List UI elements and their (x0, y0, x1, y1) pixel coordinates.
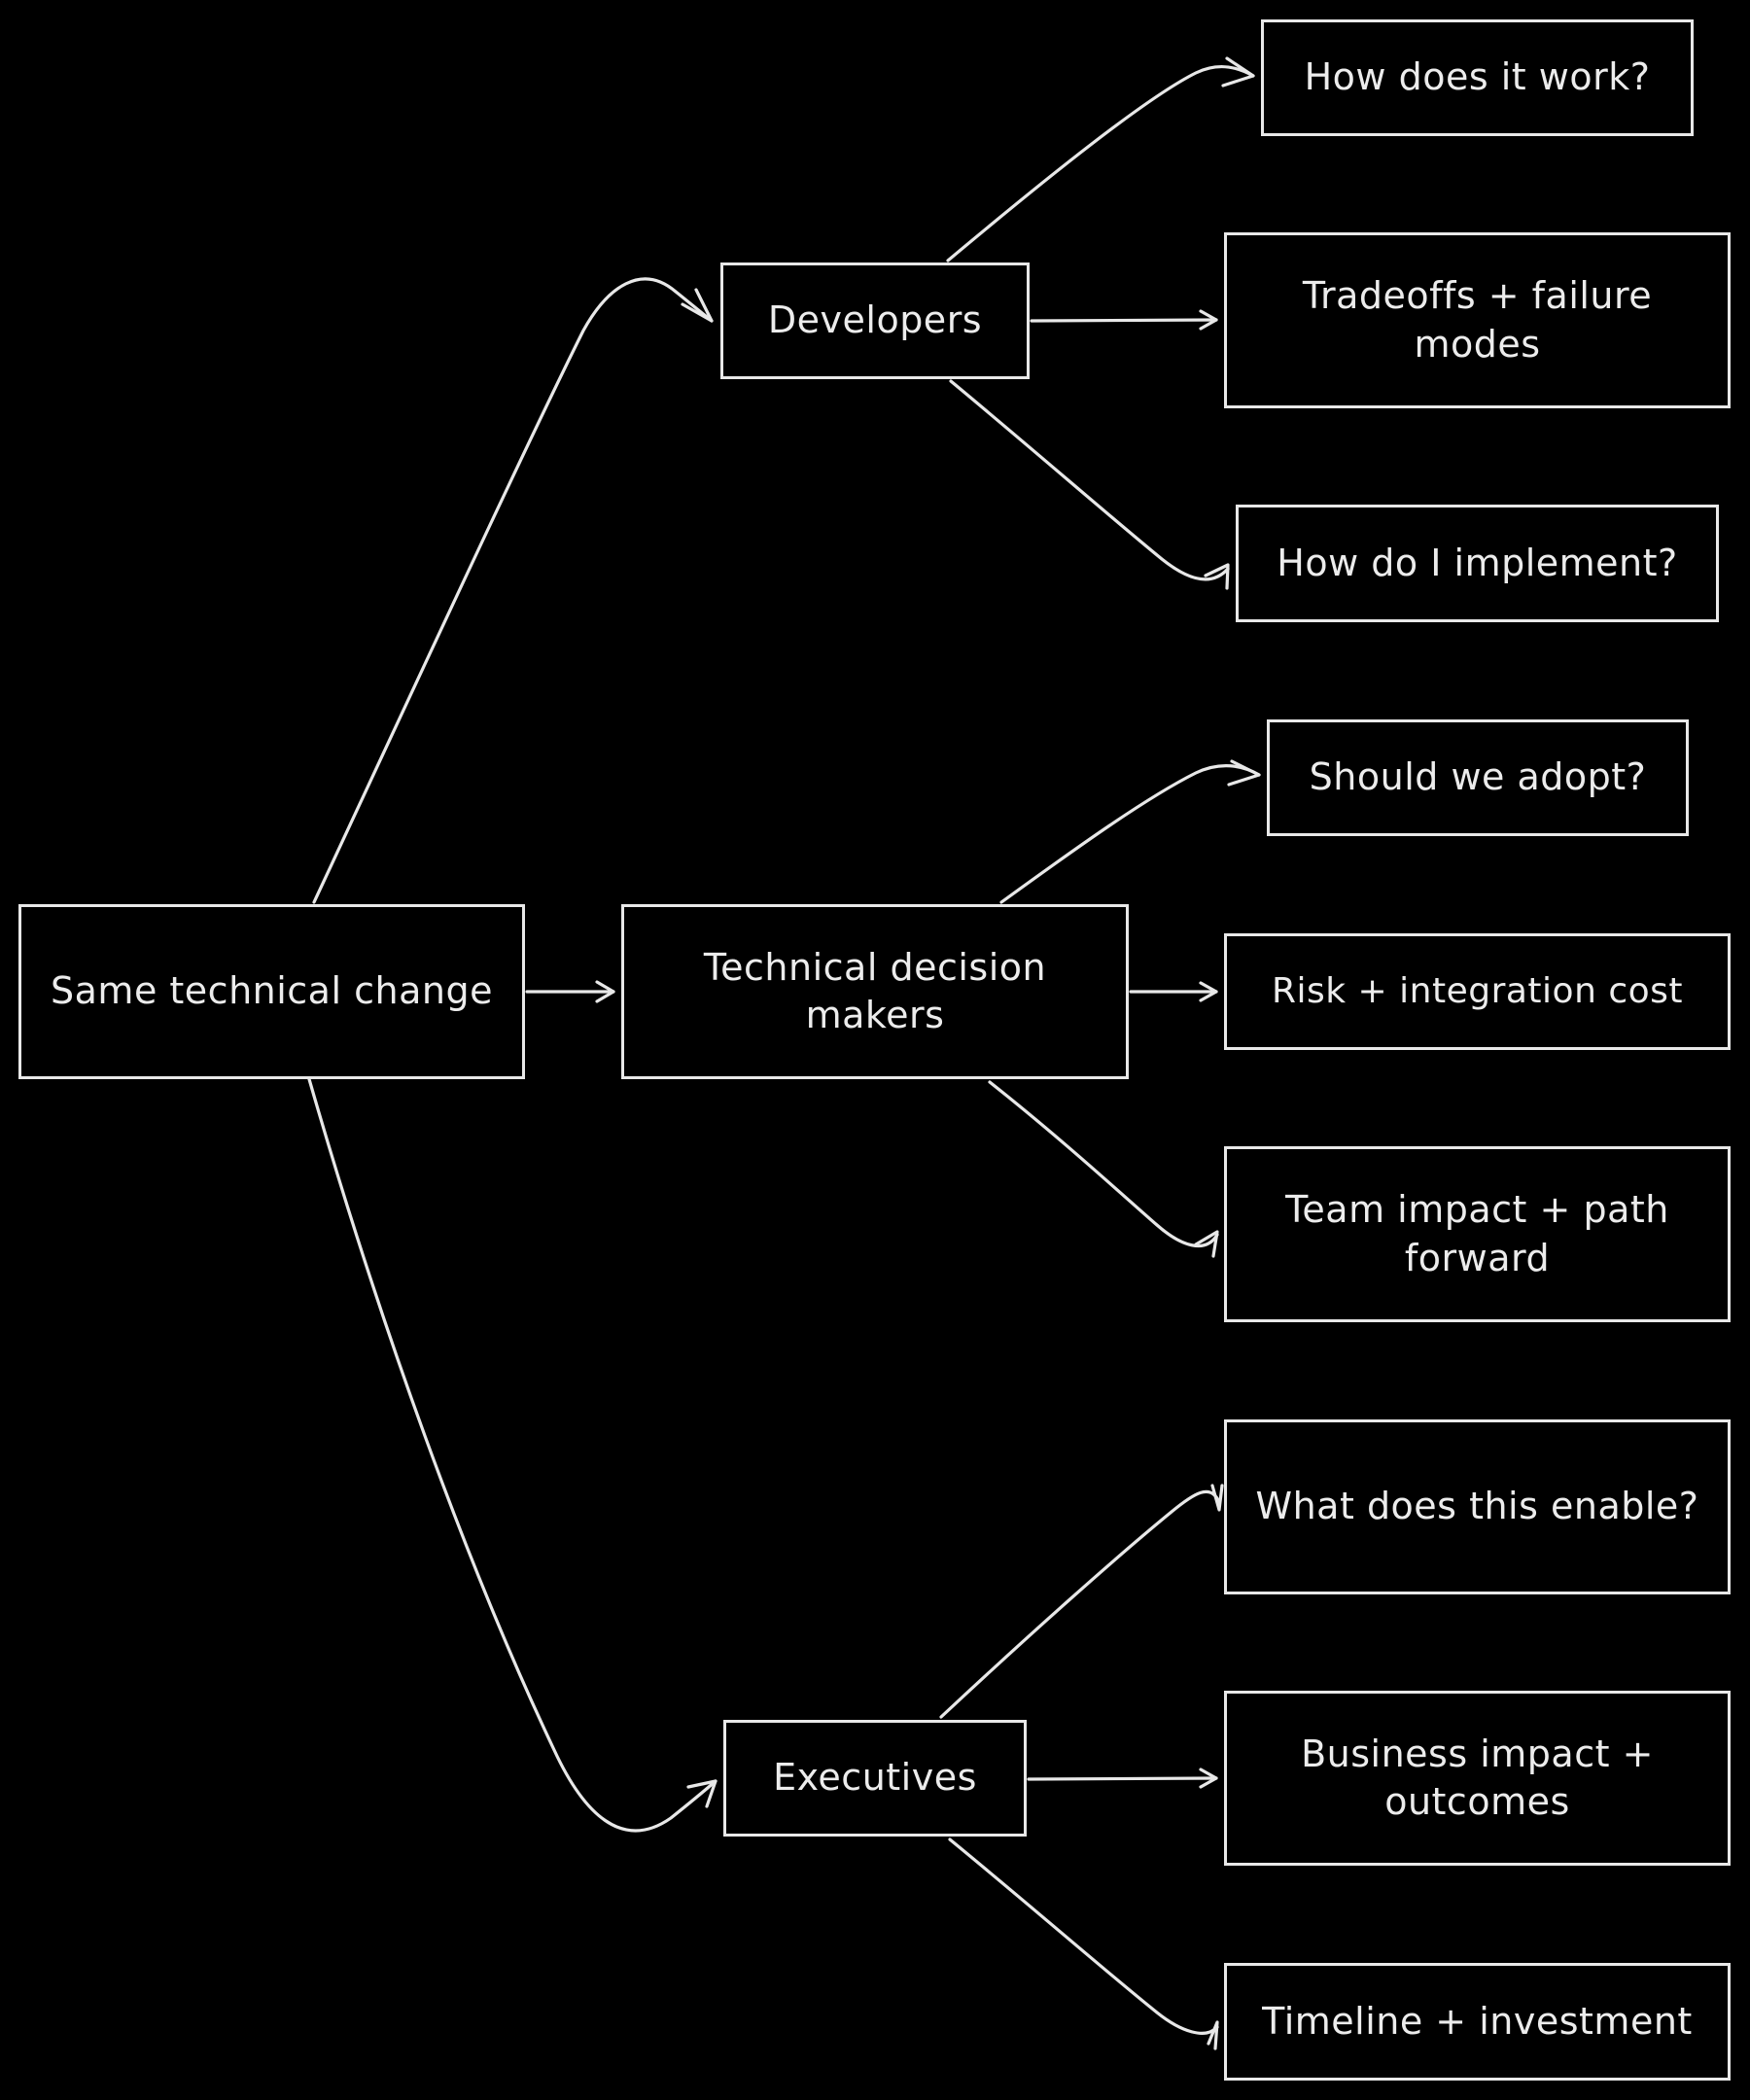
question-label: Risk + integration cost (1271, 970, 1684, 1011)
edge-developers-to-d2 (1030, 309, 1218, 331)
question-label: Business impact + outcomes (1301, 1732, 1654, 1823)
edge-executives-to-e1 (939, 1484, 1224, 1719)
question-node: Should we adopt? (1267, 719, 1689, 836)
edge-executives-to-e3 (948, 1838, 1219, 2050)
question-label: What does this enable? (1255, 1485, 1699, 1528)
edge-developers-to-d3 (949, 379, 1230, 590)
edge-root-to-developers (312, 277, 714, 904)
question-label: Tradeoffs + failure modes (1302, 274, 1653, 366)
question-label: Team impact + path forward (1285, 1188, 1669, 1279)
root-node: Same technical change (18, 904, 525, 1079)
edge-executives-to-e2 (1027, 1768, 1218, 1789)
audience-label: Executives (773, 1756, 977, 1800)
question-label: How does it work? (1304, 55, 1651, 99)
edge-tdm-to-t2 (1129, 981, 1218, 1002)
question-node: What does this enable? (1224, 1419, 1731, 1594)
audience-label: Technical decision makers (703, 945, 1047, 1036)
audience-node-developers: Developers (720, 262, 1030, 379)
edge-tdm-to-t3 (988, 1080, 1219, 1258)
question-node: How does it work? (1261, 19, 1694, 136)
root-label: Same technical change (51, 969, 493, 1013)
question-node: Risk + integration cost (1224, 933, 1731, 1050)
question-label: Timeline + investment (1262, 1999, 1693, 2043)
question-node: Business impact + outcomes (1224, 1691, 1731, 1866)
edge-developers-to-d1 (946, 56, 1255, 262)
edge-root-to-tdm (525, 980, 615, 1003)
question-node: How do I implement? (1236, 505, 1719, 622)
audience-label: Developers (767, 298, 983, 342)
edge-root-to-executives (307, 1077, 718, 1833)
question-node: Team impact + path forward (1224, 1146, 1731, 1322)
question-label: Should we adopt? (1309, 755, 1647, 799)
question-node: Timeline + investment (1224, 1963, 1731, 2081)
question-label: How do I implement? (1277, 541, 1678, 584)
audience-node-executives: Executives (723, 1720, 1027, 1837)
audience-node-technical-decision-makers: Technical decision makers (621, 904, 1129, 1079)
edge-tdm-to-t1 (999, 759, 1261, 904)
question-node: Tradeoffs + failure modes (1224, 232, 1731, 408)
